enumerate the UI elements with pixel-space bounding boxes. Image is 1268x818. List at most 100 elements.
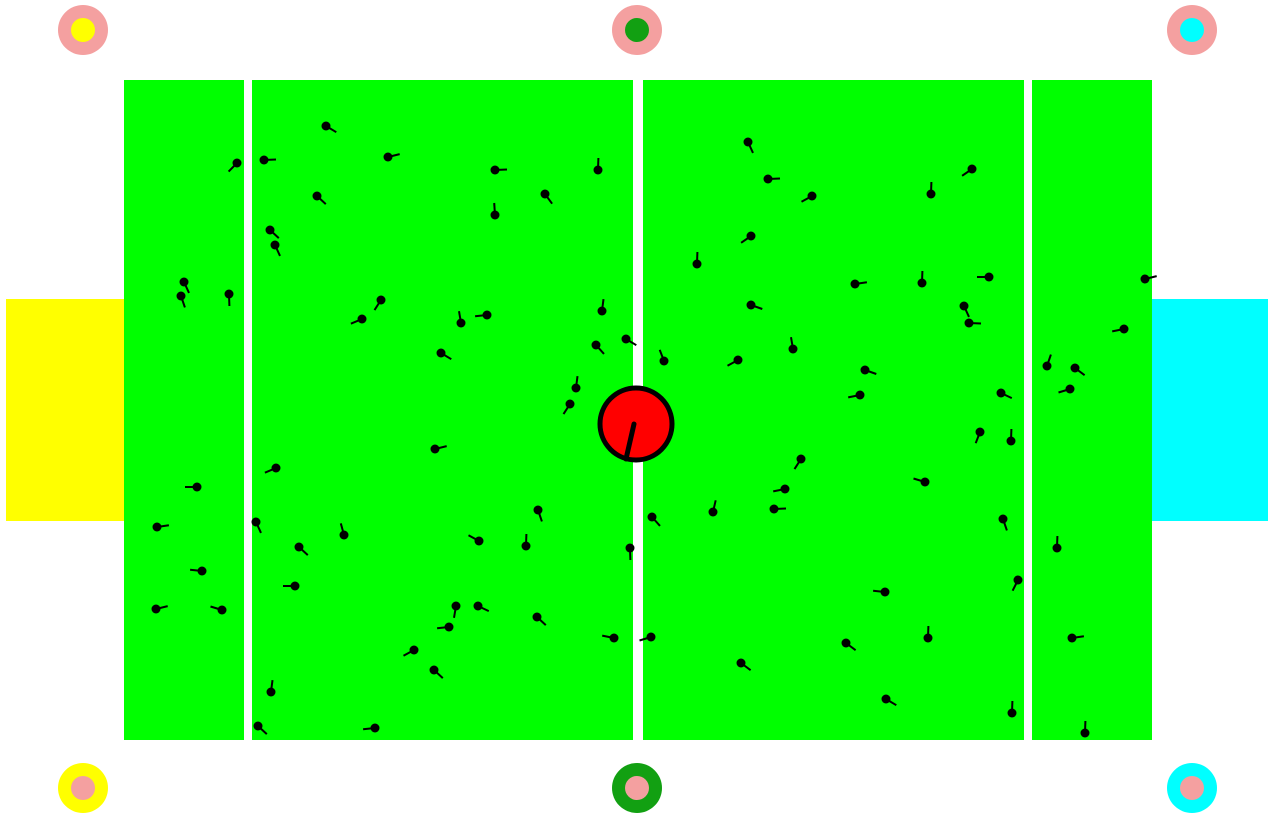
- agent-body: [882, 695, 891, 704]
- agent-body: [851, 280, 860, 289]
- agent-body: [483, 311, 492, 320]
- field-divider-line: [244, 80, 252, 740]
- agent-body: [918, 279, 927, 288]
- agent-body: [410, 646, 419, 655]
- agent-body: [358, 315, 367, 324]
- agent-body: [445, 623, 454, 632]
- right-goal: [1152, 299, 1268, 521]
- agent-body: [1008, 709, 1017, 718]
- agent-body: [272, 464, 281, 473]
- agent-body: [1071, 364, 1080, 373]
- agent-body: [1014, 576, 1023, 585]
- agent-body: [266, 226, 275, 235]
- agent-body: [764, 175, 773, 184]
- agent-body: [976, 428, 985, 437]
- field-divider-line: [1024, 80, 1032, 740]
- agent-body: [541, 190, 550, 199]
- agent-body: [153, 523, 162, 532]
- agent-body: [927, 190, 936, 199]
- agent-body: [660, 357, 669, 366]
- agent-body: [648, 513, 657, 522]
- left-goal: [6, 299, 124, 521]
- agent-body: [252, 518, 261, 527]
- agent-body: [965, 319, 974, 328]
- agent-body: [533, 613, 542, 622]
- agent-body: [881, 588, 890, 597]
- agent-body: [566, 400, 575, 409]
- agent-body: [781, 485, 790, 494]
- agent-body: [610, 634, 619, 643]
- agent-body: [572, 384, 581, 393]
- agent-body: [997, 389, 1006, 398]
- agent-body: [1068, 634, 1077, 643]
- agent-body: [1141, 275, 1150, 284]
- agent-body: [267, 688, 276, 697]
- agent-body: [789, 345, 798, 354]
- indicator-center: [625, 18, 649, 42]
- agent-body: [437, 349, 446, 358]
- top-center-indicator: [612, 5, 662, 55]
- agent-body: [491, 211, 500, 220]
- agent-body: [861, 366, 870, 375]
- agent-body: [960, 302, 969, 311]
- bottom-right-indicator: [1167, 763, 1217, 813]
- agent-body: [313, 192, 322, 201]
- agent-body: [474, 602, 483, 611]
- agent-body: [457, 319, 466, 328]
- agent-body: [693, 260, 702, 269]
- agent-body: [534, 506, 543, 515]
- indicator-center: [71, 18, 95, 42]
- agent-body: [594, 166, 603, 175]
- agent-body: [622, 335, 631, 344]
- agent-body: [177, 292, 186, 301]
- agent-body: [744, 138, 753, 147]
- agent-body: [921, 478, 930, 487]
- agent-body: [430, 666, 439, 675]
- agent-body: [225, 290, 234, 299]
- agent-body: [1066, 385, 1075, 394]
- agent-body: [254, 722, 263, 731]
- agent-body: [180, 278, 189, 287]
- agent-body: [647, 633, 656, 642]
- agent-body: [384, 153, 393, 162]
- agent-body: [431, 445, 440, 454]
- agent-body: [842, 639, 851, 648]
- agent-body: [856, 391, 865, 400]
- agent-body: [260, 156, 269, 165]
- agent-body: [218, 606, 227, 615]
- agent-body: [475, 537, 484, 546]
- agent-body: [452, 602, 461, 611]
- agent-body: [233, 159, 242, 168]
- indicator-center: [71, 776, 95, 800]
- agent-body: [377, 296, 386, 305]
- agent-body: [747, 232, 756, 241]
- agent-body: [291, 582, 300, 591]
- top-left-indicator: [58, 5, 108, 55]
- agent-body: [295, 543, 304, 552]
- agent-body: [193, 483, 202, 492]
- ball: [600, 388, 672, 460]
- agent-body: [1007, 437, 1016, 446]
- agent-body: [340, 531, 349, 540]
- agent-body: [709, 508, 718, 517]
- top-right-indicator: [1167, 5, 1217, 55]
- agent-body: [747, 301, 756, 310]
- agent-body: [808, 192, 817, 201]
- agent-body: [924, 634, 933, 643]
- agent-body: [1043, 362, 1052, 371]
- bottom-left-indicator: [58, 763, 108, 813]
- agent-body: [737, 659, 746, 668]
- agent-body: [491, 166, 500, 175]
- agent-body: [968, 165, 977, 174]
- agent-body: [322, 122, 331, 131]
- bottom-center-indicator: [612, 763, 662, 813]
- agent-body: [770, 505, 779, 514]
- agent-body: [626, 544, 635, 553]
- agent-body: [371, 724, 380, 733]
- agent-body: [592, 341, 601, 350]
- agent-body: [198, 567, 207, 576]
- indicator-center: [625, 776, 649, 800]
- agent-body: [598, 307, 607, 316]
- agent-body: [1053, 544, 1062, 553]
